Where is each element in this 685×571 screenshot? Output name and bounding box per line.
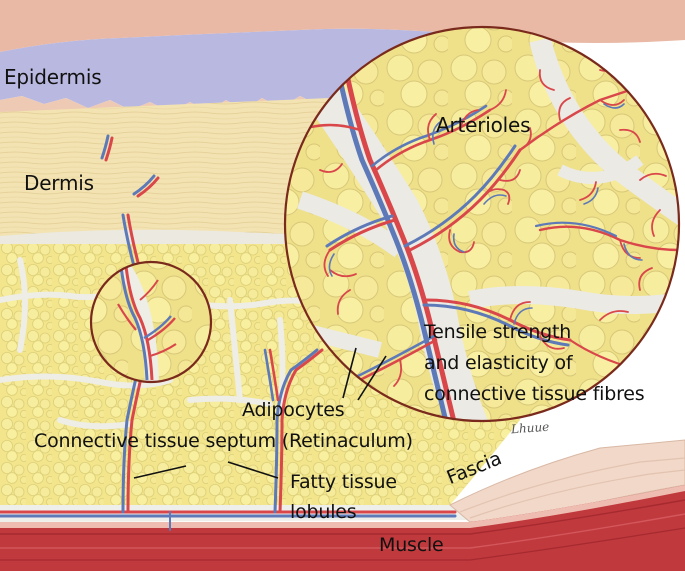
leader-tensile-2 <box>357 355 387 401</box>
leader-fatty <box>227 461 279 479</box>
leader-septum <box>133 465 187 479</box>
leader-lines <box>133 347 387 479</box>
label-fatty-line2: lobules <box>290 501 357 523</box>
label-epidermis: Epidermis <box>4 65 102 89</box>
leader-tensile-1 <box>342 347 357 399</box>
label-muscle: Muscle <box>379 534 444 556</box>
label-fatty-line1: Fatty tissue <box>290 471 397 493</box>
label-arterioles: Arterioles <box>436 113 531 137</box>
label-tensile-line1: Tensile strength <box>424 321 572 343</box>
artist-signature: Lhuue <box>510 419 550 437</box>
large-magnifier <box>283 25 681 423</box>
label-tensile-line2: and elasticity of <box>424 352 573 374</box>
label-dermis: Dermis <box>24 171 94 195</box>
small-magnifier <box>89 260 213 384</box>
label-tensile-line3: connective tissue fibres <box>424 383 645 405</box>
label-adipocytes: Adipocytes <box>242 399 345 421</box>
label-septum: Connective tissue septum (Retinaculum) <box>34 430 413 452</box>
